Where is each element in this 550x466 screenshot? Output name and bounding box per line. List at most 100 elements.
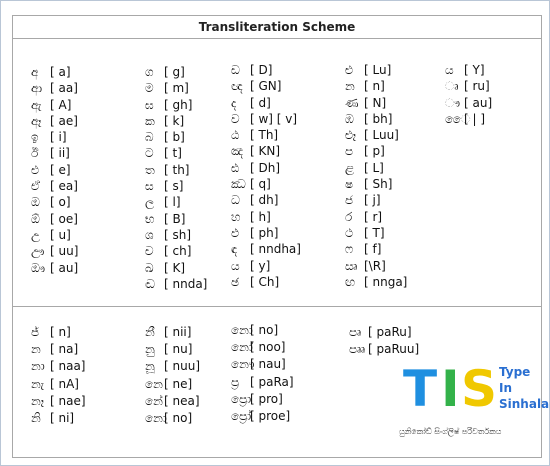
- sinhala-glyph: ෆ: [345, 242, 354, 257]
- logo-letter-s: S: [461, 360, 497, 418]
- sinhala-glyph: නෑ: [31, 393, 45, 408]
- sinhala-glyph: ජ්: [31, 325, 40, 339]
- roman-key: [ Luu]: [364, 128, 399, 143]
- mapping-row: නූ[ nuu]: [145, 358, 200, 375]
- mapping-row: ජ[ j]: [345, 192, 407, 208]
- mapping-row: ආ[ aa]: [31, 80, 78, 96]
- mapping-row: ඝ[ gh]: [145, 97, 207, 113]
- mapping-row: ශ [ sh]: [145, 227, 207, 243]
- roman-key: [ y]: [250, 258, 271, 273]
- sinhala-glyph: ඟ: [345, 274, 356, 289]
- mapping-row: ච [ ch]: [145, 243, 207, 259]
- bottom-column-3: නො[ no]නෝ[ noo]නෞ[ nau]ප්‍ර[ paRa]ප්‍රො[…: [231, 322, 294, 425]
- roman-key: [ L]: [364, 160, 384, 175]
- sinhala-glyph: ච: [145, 244, 154, 259]
- roman-key: [ Sh]: [364, 177, 393, 192]
- mapping-row: ඥ[ GN]: [231, 78, 301, 94]
- sinhala-glyph: ත: [145, 162, 155, 177]
- roman-key: [ naa]: [50, 359, 86, 374]
- roman-key: [ nnda]: [164, 276, 208, 291]
- mapping-row: ළ[ L]: [345, 160, 407, 176]
- sinhala-glyph: ශ: [145, 227, 154, 242]
- mapping-row: ඨ[ Th]: [231, 127, 301, 143]
- sinhala-glyph: ථ: [345, 225, 354, 240]
- mapping-row: ර[ r]: [345, 209, 407, 225]
- mapping-row: නො[ no]: [145, 410, 200, 427]
- mapping-row: න[ n]: [345, 78, 407, 94]
- sinhala-glyph: ඉ: [31, 130, 39, 145]
- sinhala-glyph: න: [31, 342, 41, 357]
- roman-key: [ s]: [164, 179, 184, 194]
- sinhala-glyph: නි: [31, 410, 41, 425]
- sinhala-glyph: ඥ: [231, 79, 243, 94]
- logo-letter-i: I: [441, 360, 460, 418]
- mapping-row: හ[ h]: [231, 209, 301, 225]
- sinhala-glyph: නු: [145, 342, 155, 357]
- roman-key: [ KN]: [250, 144, 281, 159]
- roman-key: [ A]: [50, 97, 72, 112]
- mapping-row: ළු[ Lu]: [345, 62, 407, 78]
- roman-key: [ ch]: [164, 244, 192, 259]
- roman-key: [ N]: [364, 95, 387, 110]
- sinhala-glyph: ඝ: [145, 97, 154, 112]
- roman-key: [ r]: [364, 209, 383, 224]
- roman-key: [ no]: [164, 410, 193, 425]
- roman-key: [ sh]: [164, 227, 192, 242]
- roman-key: [ uu]: [50, 244, 79, 259]
- top-column-5: ය[ Y]ෘ[ ru]ෟ[ au]ෛ[ | ]: [445, 62, 492, 127]
- mapping-row: නෑ[ nae]: [31, 393, 86, 410]
- sinhala-glyph: ළු: [345, 63, 354, 77]
- sinhala-glyph: එ: [31, 162, 40, 177]
- roman-key: [ T]: [364, 225, 385, 240]
- sinhala-glyph: ඬ: [145, 276, 155, 291]
- roman-key: [ pro]: [250, 391, 283, 406]
- roman-key: [ Y]: [464, 63, 485, 77]
- mapping-row: නො[ no]: [231, 322, 294, 339]
- roman-key: [ q]: [250, 177, 271, 192]
- roman-key: [ Th]: [250, 128, 279, 143]
- roman-key: [ | ]: [464, 111, 486, 126]
- mapping-row: නී[ nii]: [145, 324, 200, 341]
- sinhala-glyph: ඖ: [31, 260, 46, 275]
- mapping-row: ප[ p]: [345, 143, 407, 159]
- roman-key: [ t]: [164, 146, 182, 161]
- roman-key: [ ii]: [50, 146, 70, 161]
- roman-key: [ o]: [50, 195, 71, 210]
- mapping-row: නේ[ nea]: [145, 393, 200, 410]
- mapping-row: ඤ[ KN]: [231, 143, 301, 159]
- mapping-row: ඳ[ nndha]: [231, 241, 301, 257]
- mapping-row: ප්‍ර [ paRa]: [231, 374, 294, 391]
- top-column-1: අ[ a]ආ[ aa]ඇ[ A]ඈ[ ae]ඉ[ i]ඊ[ ii]එ[ e]ඒ[…: [31, 64, 78, 276]
- top-column-4: ළු[ Lu]න[ n]ණ[ N]ඹ[ bh]ළූ[ Luu]ප[ p]ළ[ L…: [345, 62, 407, 290]
- mapping-row: ව[ w] [ v]: [231, 111, 301, 127]
- mapping-row: අ[ a]: [31, 64, 78, 80]
- roman-key: [ au]: [50, 260, 79, 275]
- sinhala-glyph: ට: [145, 146, 154, 161]
- mapping-row: ම[ m]: [145, 80, 207, 96]
- roman-key: [ paRuu]: [368, 342, 420, 357]
- sinhala-glyph: අ: [31, 65, 39, 79]
- sinhala-glyph: ස: [145, 179, 154, 194]
- sinhala-glyph: ඳ: [231, 242, 238, 257]
- mapping-row: ඵ[ ph]: [231, 225, 301, 241]
- sinhala-glyph: ඈ: [31, 113, 42, 128]
- roman-key: [ ru]: [464, 79, 490, 94]
- sinhala-glyph: ධ: [231, 193, 240, 208]
- sinhala-glyph: නූ: [145, 359, 155, 374]
- sinhala-glyph: ප්‍ර: [231, 374, 240, 389]
- mapping-row: ඩ[ D]: [231, 62, 301, 78]
- mapping-row: ඖ [ au]: [31, 260, 78, 276]
- sinhala-glyph: ප: [345, 144, 354, 159]
- mapping-row: ක[ k]: [145, 113, 207, 129]
- mapping-row: ඕ[ oe]: [31, 211, 78, 227]
- roman-key: [ paRa]: [250, 374, 294, 389]
- mapping-row: ධ [ dh]: [231, 192, 301, 208]
- sinhala-glyph: ව: [231, 111, 240, 126]
- mapping-row: ඟ[ nnga]: [345, 274, 407, 290]
- sinhala-glyph: ක: [145, 113, 155, 128]
- sinhala-glyph: පෲ: [349, 342, 366, 357]
- tis-logo: T I S Type In Sinhala යුනිකෝඩ් සිංග්ලිෂ්…: [393, 360, 549, 446]
- roman-key: [ noo]: [250, 340, 286, 355]
- roman-key: [ dh]: [250, 193, 279, 208]
- mapping-row: පෲ[ paRuu]: [349, 341, 419, 358]
